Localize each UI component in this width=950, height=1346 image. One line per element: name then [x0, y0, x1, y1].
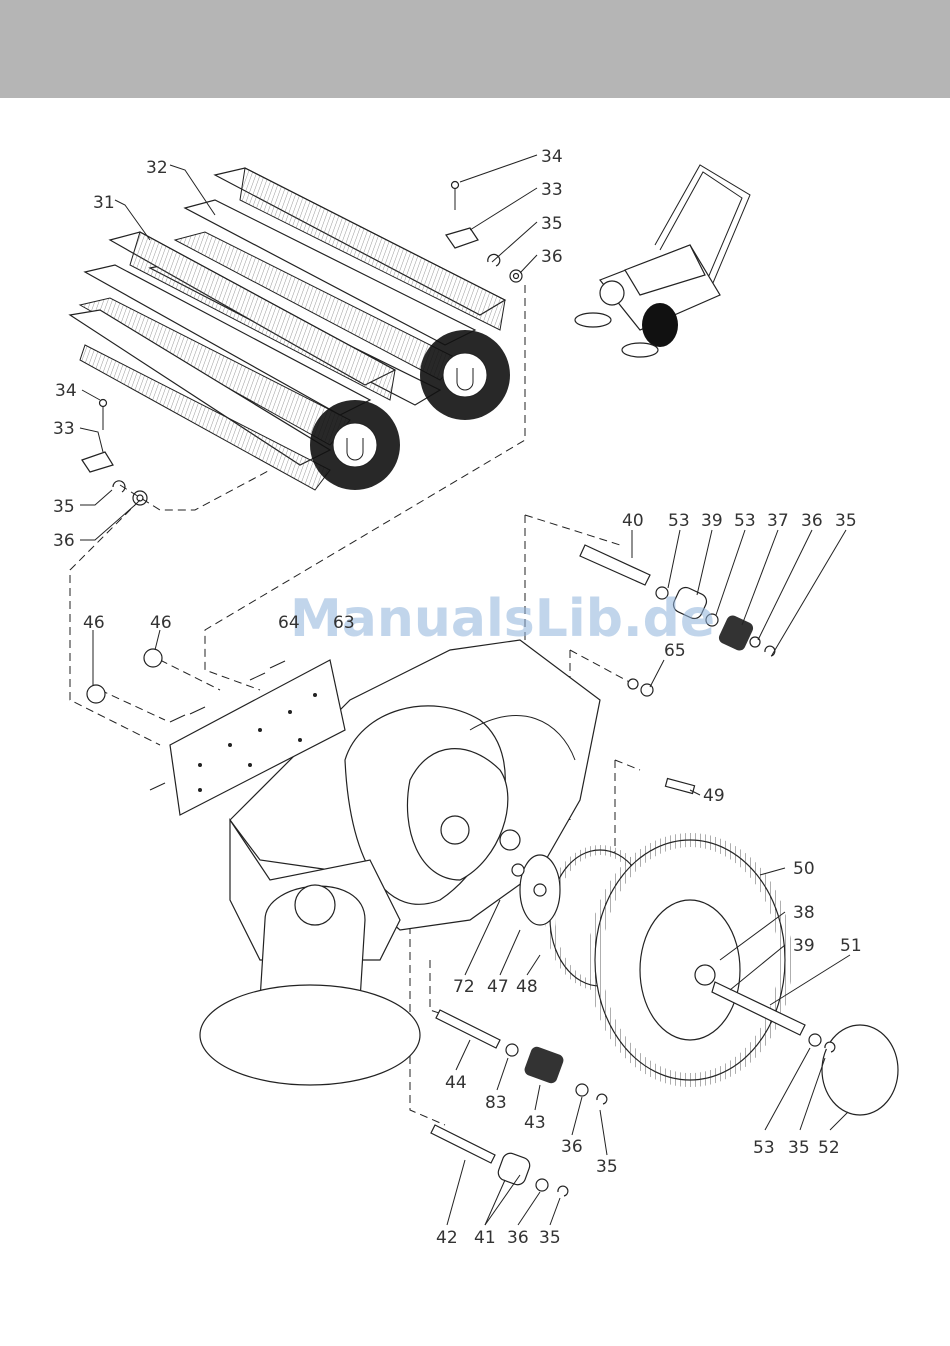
label-47: 47 — [487, 977, 509, 997]
label-65: 65 — [664, 641, 686, 661]
label-36-low: 36 — [507, 1228, 529, 1248]
label-36-gear: 36 — [561, 1137, 583, 1157]
label-72: 72 — [453, 977, 475, 997]
label-53-cap: 53 — [753, 1138, 775, 1158]
label-43: 43 — [524, 1113, 546, 1133]
label-48: 48 — [516, 977, 538, 997]
label-37: 37 — [767, 511, 789, 531]
label-42: 42 — [436, 1228, 458, 1248]
label-32: 32 — [146, 158, 168, 178]
label-33-top: 33 — [541, 180, 563, 200]
label-83: 83 — [485, 1093, 507, 1113]
label-50: 50 — [793, 859, 815, 879]
label-63: 63 — [333, 613, 355, 633]
brush-roller-group — [70, 168, 510, 490]
fastener-set-top — [446, 182, 522, 283]
label-39a: 39 — [701, 511, 723, 531]
label-34-left: 34 — [55, 381, 77, 401]
label-34-top: 34 — [541, 147, 563, 167]
label-36-top: 36 — [541, 247, 563, 267]
label-39b: 39 — [793, 936, 815, 956]
label-53a: 53 — [668, 511, 690, 531]
label-31: 31 — [93, 193, 115, 213]
drive-wheel-assembly — [512, 840, 898, 1115]
label-35-top: 35 — [541, 214, 563, 234]
sweeper-thumbnail — [575, 165, 750, 357]
label-35-cap: 35 — [788, 1138, 810, 1158]
label-51: 51 — [840, 936, 862, 956]
label-52: 52 — [818, 1138, 840, 1158]
label-35-gear: 35 — [596, 1157, 618, 1177]
label-35-left: 35 — [53, 497, 75, 517]
fastener-set-left — [82, 400, 147, 506]
label-35-low: 35 — [539, 1228, 561, 1248]
upper-shaft-assembly — [580, 545, 775, 793]
label-35-shaft: 35 — [835, 511, 857, 531]
label-46b: 46 — [150, 613, 172, 633]
label-44: 44 — [445, 1073, 467, 1093]
label-46a: 46 — [83, 613, 105, 633]
label-36-shaft: 36 — [801, 511, 823, 531]
label-40: 40 — [622, 511, 644, 531]
label-53b: 53 — [734, 511, 756, 531]
label-36-left: 36 — [53, 531, 75, 551]
label-49: 49 — [703, 786, 725, 806]
label-33-left: 33 — [53, 419, 75, 439]
label-38: 38 — [793, 903, 815, 923]
label-64: 64 — [278, 613, 300, 633]
label-41: 41 — [474, 1228, 496, 1248]
